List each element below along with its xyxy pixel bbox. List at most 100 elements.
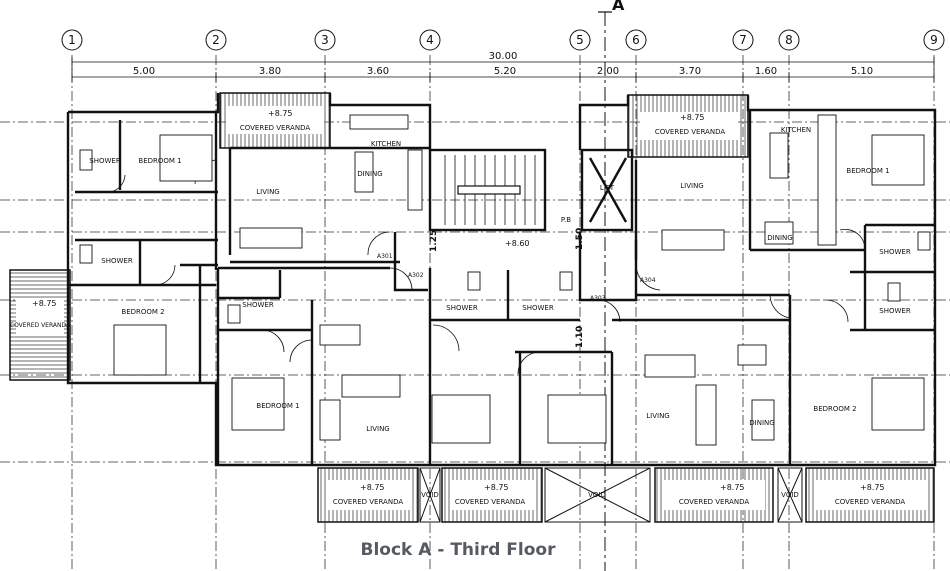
level-veranda-bottom-2: +8.75 [484, 483, 509, 492]
bay-dim-6: 3.70 [679, 66, 701, 77]
grid-label-4: 4 [426, 33, 434, 47]
sofa [661, 229, 725, 251]
grid-label-6: 6 [632, 33, 640, 47]
door-tags: A301 A302 A303 A304 [377, 253, 656, 302]
stair-dim-2: 1.50 [575, 228, 585, 250]
bed [871, 134, 925, 186]
label-dining: DINING [767, 234, 792, 242]
label-dining: DINING [357, 170, 382, 178]
toilet [917, 231, 931, 251]
bay-dim-8: 5.10 [851, 66, 873, 77]
grid-label-7: 7 [739, 33, 747, 47]
label-dining: DINING [749, 419, 774, 427]
level-veranda-top-left: +8.75 [268, 109, 293, 118]
label-covered-veranda: COVERED VERANDA [455, 498, 525, 506]
label-covered-veranda: COVERED VERANDA [835, 498, 905, 506]
label-void: VOID [781, 491, 799, 499]
label-shower: SHOWER [522, 304, 554, 312]
furniture [79, 114, 931, 446]
stair-dim-1: 1.25 [429, 230, 439, 252]
label-kitchen: KITCHEN [781, 126, 811, 134]
grid-bubbles [61, 29, 945, 51]
grid-label-1: 1 [68, 33, 76, 47]
label-bedroom-2: BEDROOM 2 [813, 405, 856, 413]
bed [871, 377, 925, 431]
bed [431, 394, 491, 444]
grid-bubble-8 [778, 29, 800, 51]
door-tag-a304: A304 [640, 277, 656, 284]
counter [407, 149, 423, 211]
grid-bubble-9 [923, 29, 945, 51]
toilet [467, 271, 481, 291]
level-veranda-bottom-1: +8.75 [360, 483, 385, 492]
bay-dim-3: 3.60 [367, 66, 389, 77]
grid-label-5: 5 [576, 33, 584, 47]
label-living: LIVING [366, 425, 389, 433]
walls [66, 93, 937, 467]
section-line-a: A [598, 0, 625, 571]
table [764, 221, 794, 245]
counter [737, 344, 767, 366]
label-shower: SHOWER [879, 307, 911, 315]
bay-dim-7: 1.60 [755, 66, 777, 77]
table [319, 324, 361, 346]
grid-bubble-5 [569, 29, 591, 51]
grid-label-2: 2 [212, 33, 220, 47]
grid-label-8: 8 [785, 33, 793, 47]
label-living: LIVING [680, 182, 703, 190]
room-labels: COVERED VERANDA COVERED VERANDA COVERED … [10, 124, 911, 506]
dimension-text: 30.00 5.00 3.80 3.60 5.20 2.00 3.70 1.60… [133, 51, 873, 77]
level-veranda-top-right: +8.75 [680, 113, 705, 122]
stair-dim-3: 1.10 [575, 326, 585, 348]
label-void: VOID [588, 491, 606, 499]
grid-bubble-2 [205, 29, 227, 51]
veranda-label-plates [16, 106, 926, 510]
grid-bubble-labels: 1 2 3 4 5 6 7 8 9 [68, 33, 938, 47]
label-covered-veranda: COVERED VERANDA [655, 128, 725, 136]
level-veranda-bottom-4: +8.75 [860, 483, 885, 492]
section-marker: A [612, 0, 625, 14]
grid-label-9: 9 [930, 33, 938, 47]
sofa [695, 384, 717, 446]
grid-bubble-6 [625, 29, 647, 51]
label-covered-veranda: COVERED VERANDA [679, 498, 749, 506]
door-tag-a302: A302 [408, 272, 424, 279]
label-covered-veranda: COVERED VERANDA [10, 322, 71, 329]
label-living: LIVING [256, 188, 279, 196]
stair-dimensions: 1.25 1.50 1.10 [429, 228, 585, 348]
void-1 [419, 467, 441, 523]
bay-dim-1: 5.00 [133, 66, 155, 77]
door-tag-a303: A303 [590, 295, 606, 302]
bed [231, 377, 285, 431]
level-markers: +8.75 +8.75 +8.75 +8.60 +8.75 +8.75 +8.7… [32, 109, 885, 492]
grid-bubble-1 [61, 29, 83, 51]
overall-dimension: 30.00 [489, 51, 518, 62]
grid-bubble-3 [314, 29, 336, 51]
toilet [887, 282, 901, 302]
label-lift: LIFT [600, 184, 615, 192]
bed [547, 394, 607, 444]
toilet [559, 271, 573, 291]
label-kitchen: KITCHEN [371, 140, 401, 148]
toilet [227, 304, 241, 324]
label-covered-veranda: COVERED VERANDA [333, 498, 403, 506]
drawing-caption: Block A - Third Floor [360, 540, 556, 560]
counter [817, 114, 837, 246]
level-landing: +8.60 [505, 239, 530, 248]
sofa [341, 374, 401, 398]
void-areas [419, 467, 803, 523]
toilet [79, 149, 93, 171]
level-veranda-left: +8.75 [32, 299, 57, 308]
void-3 [777, 467, 803, 523]
label-bedroom-1: BEDROOM 1 [846, 167, 889, 175]
label-shower: SHOWER [89, 157, 121, 165]
label-covered-veranda: COVERED VERANDA [240, 124, 310, 132]
label-bedroom-1: BEDROOM 1 [256, 402, 299, 410]
table [751, 399, 775, 441]
toilet [79, 244, 93, 264]
grid-label-3: 3 [321, 33, 329, 47]
bed [159, 134, 213, 182]
grid-bubble-7 [732, 29, 754, 51]
label-bedroom-2: BEDROOM 2 [121, 308, 164, 316]
bed [113, 324, 167, 376]
